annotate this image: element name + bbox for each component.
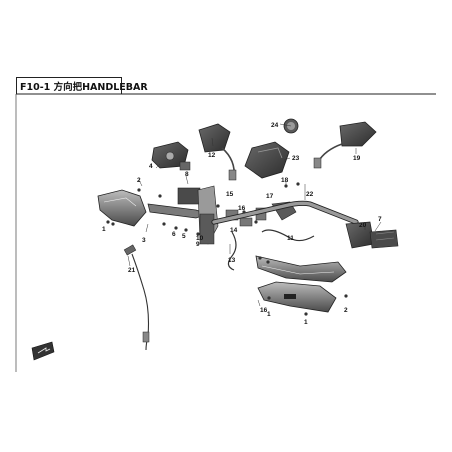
callout-11: 11: [287, 235, 294, 242]
arrow-badge-icon: [31, 341, 55, 361]
callout-24: 24: [271, 122, 279, 129]
callout-1-left: 1: [102, 226, 106, 233]
callout-15: 15: [226, 191, 234, 198]
title-frame: [16, 77, 122, 94]
callout-8: 8: [185, 171, 189, 178]
callout-20: 20: [359, 222, 367, 229]
callout-13: 13: [228, 257, 236, 264]
right-hand-guard: [255, 255, 347, 283]
right-switch-and-grip: [345, 221, 399, 249]
callout-1-lower: 1: [267, 311, 271, 318]
callout-14: 14: [230, 227, 238, 234]
figure-title: F10-1 方向把HANDLEBAR: [20, 82, 148, 93]
leader-lines: [127, 123, 382, 307]
callout-10: 10: [196, 235, 204, 242]
callout-3: 3: [142, 237, 146, 244]
left-hand-guard: [97, 189, 147, 227]
callout-labels: 12 24 23 19 4 2 8 3 1 6 5 9 10 15 16 14 …: [102, 122, 382, 326]
left-mirror: [198, 123, 237, 181]
callout-6: 6: [172, 231, 176, 238]
callout-12: 12: [208, 152, 216, 159]
callout-22: 22: [306, 191, 314, 198]
clutch-cable-part: [123, 244, 150, 351]
callout-2-left: 2: [137, 177, 141, 184]
throttle-housing-part: [151, 141, 191, 171]
callout-18: 18: [281, 177, 289, 184]
callout-5: 5: [182, 233, 186, 240]
left-lever-assembly: [147, 185, 219, 245]
callout-21: 21: [128, 267, 136, 274]
callout-19: 19: [353, 155, 361, 162]
callout-4: 4: [149, 163, 153, 170]
callout-2-right: 2: [344, 307, 348, 314]
callout-16: 16: [238, 205, 246, 212]
callout-7: 7: [378, 216, 382, 223]
lower-guard-cover: [257, 281, 337, 313]
center-cable: [227, 231, 237, 271]
right-cable: [261, 229, 315, 242]
callout-17: 17: [266, 193, 274, 200]
handlebar-tube: [211, 200, 359, 225]
callout-1-lower-right: 1: [304, 319, 308, 326]
callout-9: 9: [196, 241, 200, 248]
handlebar-cover-part: [244, 141, 290, 179]
callout-23: 23: [292, 155, 300, 162]
callout-16-lower: 16: [260, 307, 268, 314]
right-mirror: [313, 121, 377, 169]
